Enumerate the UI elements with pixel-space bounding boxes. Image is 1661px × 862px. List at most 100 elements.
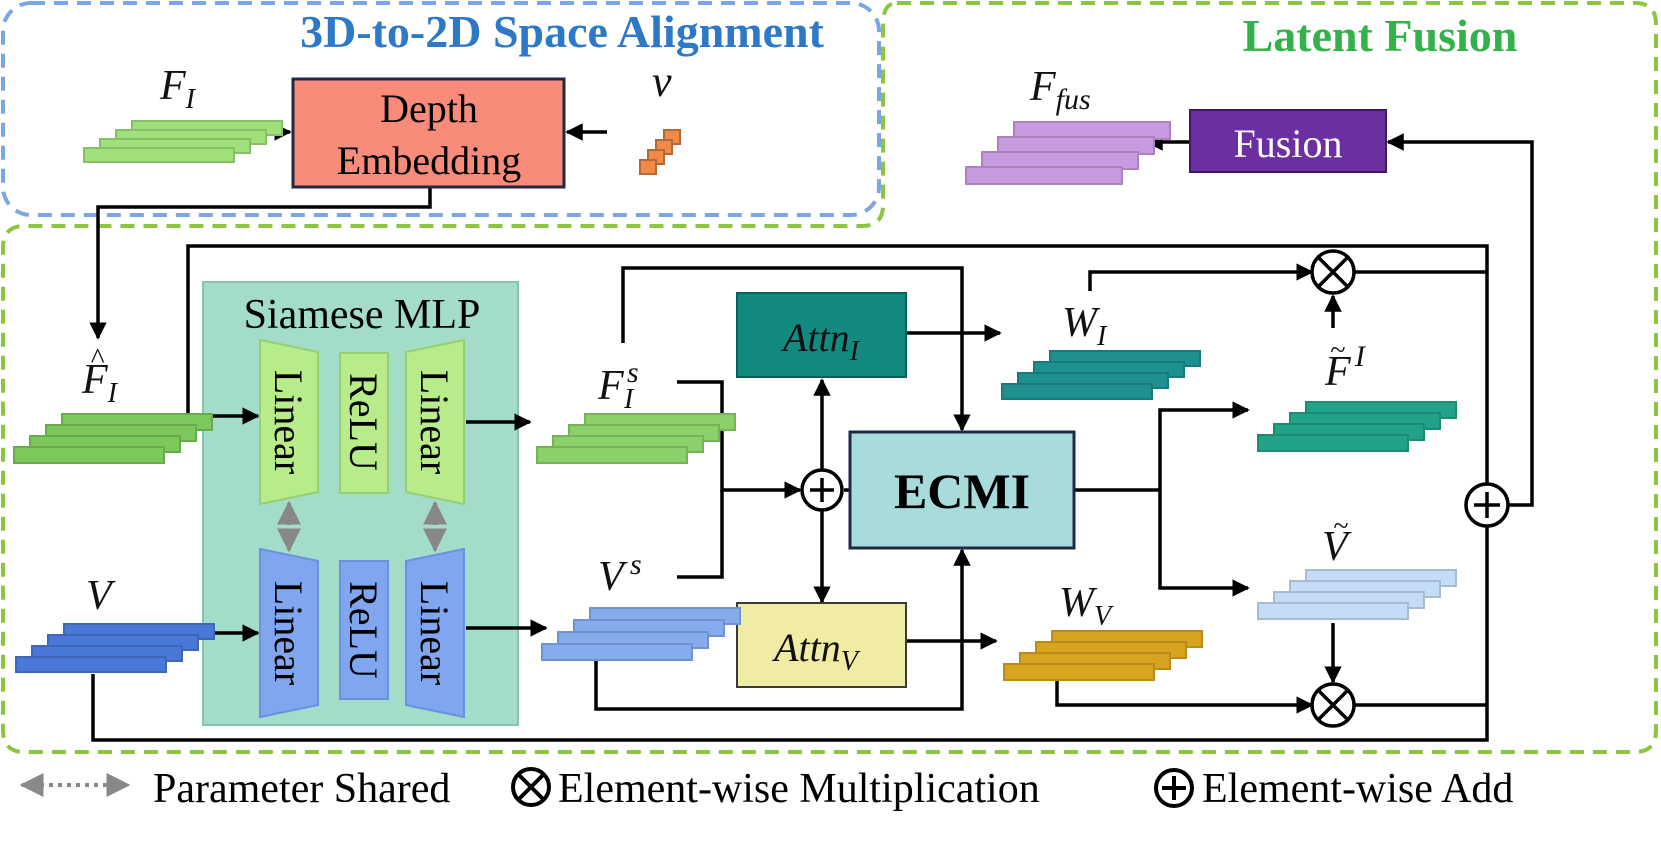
- FI-label: F: [159, 63, 186, 109]
- linear-bottom-2: [405, 547, 465, 719]
- feature-stacks: [13, 120, 1457, 681]
- FIs-label: F: [597, 363, 624, 409]
- WV-sub: V: [1094, 601, 1114, 632]
- attn-i-label: Attn: [780, 315, 850, 360]
- fusion-title: Latent Fusion: [1243, 10, 1518, 61]
- arrow-WV-mult: [1055, 680, 1314, 714]
- arrow-FIs-ecmi: [621, 266, 971, 432]
- svg-text:V: V: [598, 554, 628, 600]
- FIs-sub: I: [623, 384, 635, 415]
- attn-i-block: AttnI: [736, 292, 907, 378]
- mult-op-bottom: [1310, 682, 1356, 728]
- linear-top-1-label: Linear: [266, 370, 311, 474]
- arrow-add-fusion: [1386, 133, 1534, 507]
- FItilde-sup: I: [1354, 340, 1367, 373]
- FIs-sup: s: [627, 356, 639, 389]
- mult-op-top: [1310, 249, 1356, 295]
- stack-Vtilde: [1257, 569, 1457, 620]
- svg-text:Ffus: Ffus: [1029, 64, 1091, 116]
- stack-Vtilde-slab: [1257, 602, 1409, 620]
- stack-Ffus-slab: [965, 166, 1123, 185]
- arrow-ecmi-FItilde: [1158, 401, 1250, 490]
- param-shared-arrows: [277, 500, 447, 553]
- line-Vs-add: [677, 490, 724, 579]
- stack-FIs-slab: [536, 446, 688, 464]
- FIhat-sub: I: [107, 378, 119, 409]
- voxel: [639, 159, 657, 175]
- stack-V: [15, 623, 215, 673]
- alignment-region: [1, 1, 881, 217]
- legend-mult-icon: [511, 767, 551, 807]
- FI-sub: I: [185, 84, 197, 115]
- stack-FIhat: [13, 413, 213, 464]
- legend-param-shared: Parameter Shared: [153, 766, 450, 812]
- V-label: V: [86, 573, 116, 619]
- attn-v-block: AttnV: [736, 602, 907, 688]
- ecmi-label: ECMI: [894, 463, 1030, 519]
- svg-text:WV: WV: [1059, 580, 1114, 632]
- line-FIhat-bypass: [186, 244, 1489, 484]
- alignment-title: 3D-to-2D Space Alignment: [300, 6, 825, 57]
- stack-WV: [1003, 630, 1203, 681]
- relu-top: [339, 352, 389, 494]
- arrow-depth-FIhat: [89, 188, 432, 340]
- linear-top-1: [259, 338, 319, 506]
- mlp-labels: Linear ReLU Linear Linear ReLU Linear: [266, 370, 457, 685]
- stack-V-slab: [15, 656, 167, 673]
- siamese-mlp-label: Siamese MLP: [244, 292, 481, 338]
- linear-bottom-2-label: Linear: [412, 581, 457, 685]
- svg-text:WI: WI: [1062, 300, 1108, 352]
- relu-bottom: [339, 560, 389, 700]
- add-op-center: [800, 468, 844, 512]
- depth-embedding-label-1: Depth: [380, 86, 478, 131]
- svg-text:F: F: [597, 363, 624, 409]
- stack-FItilde-slab: [1257, 434, 1409, 452]
- linear-bottom-1-label: Linear: [266, 581, 311, 685]
- fusion-label: Fusion: [1234, 121, 1343, 166]
- linear-bottom-1: [259, 547, 319, 719]
- linear-top-2: [405, 338, 465, 506]
- svg-text:AttnV: AttnV: [771, 625, 861, 677]
- line-V-bypass: [91, 526, 1489, 742]
- attn-i-sub: I: [849, 336, 861, 367]
- arrow-ecmi-Vtilde: [1158, 490, 1250, 597]
- Vtilde-tilde: ~: [1333, 511, 1348, 542]
- stack-FI: [83, 120, 283, 163]
- attn-v-label: Attn: [771, 625, 841, 670]
- WI-sub: I: [1096, 321, 1108, 352]
- connectors: [89, 123, 1534, 742]
- attn-v-sub: V: [841, 646, 861, 677]
- relu-top-label: ReLU: [341, 373, 386, 471]
- FIhat-label: F: [81, 357, 108, 403]
- stack-FIs: [536, 413, 736, 464]
- add-op-right: [1464, 482, 1510, 528]
- depth-embedding-label-2: Embedding: [337, 138, 521, 183]
- stack-WI: [1001, 350, 1201, 400]
- stack-Vs: [541, 607, 741, 661]
- legend-mult: Element-wise Multiplication: [558, 766, 1040, 812]
- arrow-Vs-ecmi: [594, 548, 971, 711]
- svg-text:F: F: [1324, 349, 1351, 395]
- line-FIs-add: [677, 380, 802, 499]
- legend: Parameter Shared Element-wise Multiplica…: [19, 766, 1513, 812]
- stack-v-voxels: [639, 129, 681, 175]
- Vs-label: V: [598, 554, 628, 600]
- svg-text:FI: FI: [159, 63, 197, 115]
- linear-top-2-label: Linear: [412, 370, 457, 474]
- svg-text:FI: FI: [81, 357, 119, 409]
- stack-Vs-slab: [541, 643, 693, 661]
- WV-label: W: [1059, 580, 1098, 626]
- FItilde-label: F: [1324, 349, 1351, 395]
- fusion-region: [0, 0, 1658, 754]
- stack-FItilde: [1257, 401, 1457, 452]
- arrow-WI-mult: [1088, 263, 1314, 291]
- relu-bottom-label: ReLU: [341, 581, 386, 679]
- v-label: v: [652, 57, 672, 106]
- FItilde-tilde: ~: [1330, 335, 1345, 366]
- stack-WV-slab: [1003, 663, 1155, 681]
- fusion-block: Fusion: [1189, 109, 1387, 173]
- svg-text:AttnI: AttnI: [780, 315, 861, 367]
- legend-add-icon: [1154, 768, 1194, 808]
- stack-Ffus: [965, 121, 1171, 185]
